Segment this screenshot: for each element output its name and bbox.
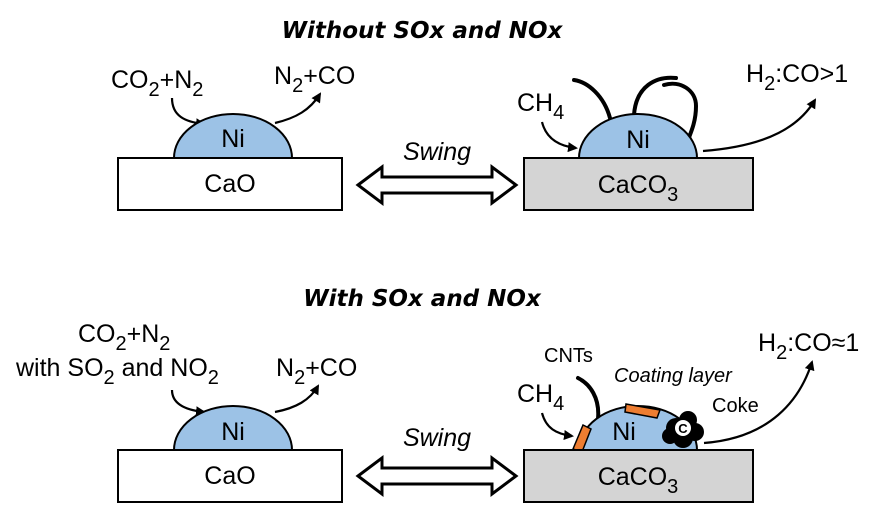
bottom-left-catalyst: CO2+N2 with SO2 and NO2 N2+CO Ni CaO [15,320,357,503]
bottom-right-catalyst: CNTs Coating layer Coke CH4 C Ni CaCO3 H… [517,329,859,503]
bottom-left-product-label: N2+CO [276,354,357,389]
bottom-panel-title: With SOx and NOx [303,286,542,312]
bottom-right-product-arrow [703,360,815,445]
top-swing-double-arrow [355,164,519,206]
cao-support [117,157,343,211]
cnt-filament [632,75,678,117]
caco3-label: CaCO3 [598,463,679,498]
cnt-filament [662,81,699,142]
coating-layer-label: Coating layer [614,365,733,387]
top-left-product-label: N2+CO [274,62,355,97]
bottom-swing-double-arrow [355,455,519,497]
top-panel-title: Without SOx and NOx [282,18,564,44]
bottom-swing-label: Swing [403,424,471,452]
coating-layer [624,403,662,419]
cao-label: CaO [204,462,255,490]
caco3-support [523,157,754,211]
top-swing-label: Swing [403,138,471,166]
cao-label: CaO [204,170,255,198]
ni-label: Ni [221,125,245,153]
top-right-ratio-label: H2:CO>1 [746,60,848,95]
caco3-label: CaCO3 [598,171,679,206]
top-left-reactant-arrow [170,97,206,129]
bottom-left-product-arrow [274,384,319,414]
top-left-reactant-label: CO2+N2 [111,66,203,101]
top-left-catalyst: CO2+N2 N2+CO Ni CaO [111,62,355,211]
bottom-right-feed-label: CH4 [517,380,564,415]
coke-particle: C [662,411,704,448]
ni-label: Ni [612,418,636,446]
bottom-left-impurity-label: with SO2 and NO2 [15,354,219,389]
top-right-catalyst: CH4 Ni CaCO3 H2:CO>1 [517,60,848,211]
top-right-feed-label: CH4 [517,89,564,124]
ni-particle [172,113,294,159]
bottom-left-reactant-label: CO2+N2 [78,320,170,355]
ni-particle [577,113,699,159]
cnt-filament [572,78,612,120]
bottom-right-feed-arrow [540,412,574,440]
cnts-label: CNTs [544,345,593,367]
coke-symbol: C [678,421,688,436]
top-left-product-arrow [274,92,322,125]
top-right-product-arrow [702,98,817,153]
caco3-support [523,449,754,503]
bottom-left-reactant-arrow [170,389,206,417]
cao-support [117,449,343,503]
ni-label: Ni [626,126,650,154]
ni-particle [172,405,294,451]
top-right-feed-arrow [540,121,578,153]
ni-label: Ni [221,418,245,446]
bottom-right-ratio-label: H2:CO≈1 [758,329,859,364]
coke-label: Coke [712,395,759,417]
cnt-filament [576,376,601,421]
